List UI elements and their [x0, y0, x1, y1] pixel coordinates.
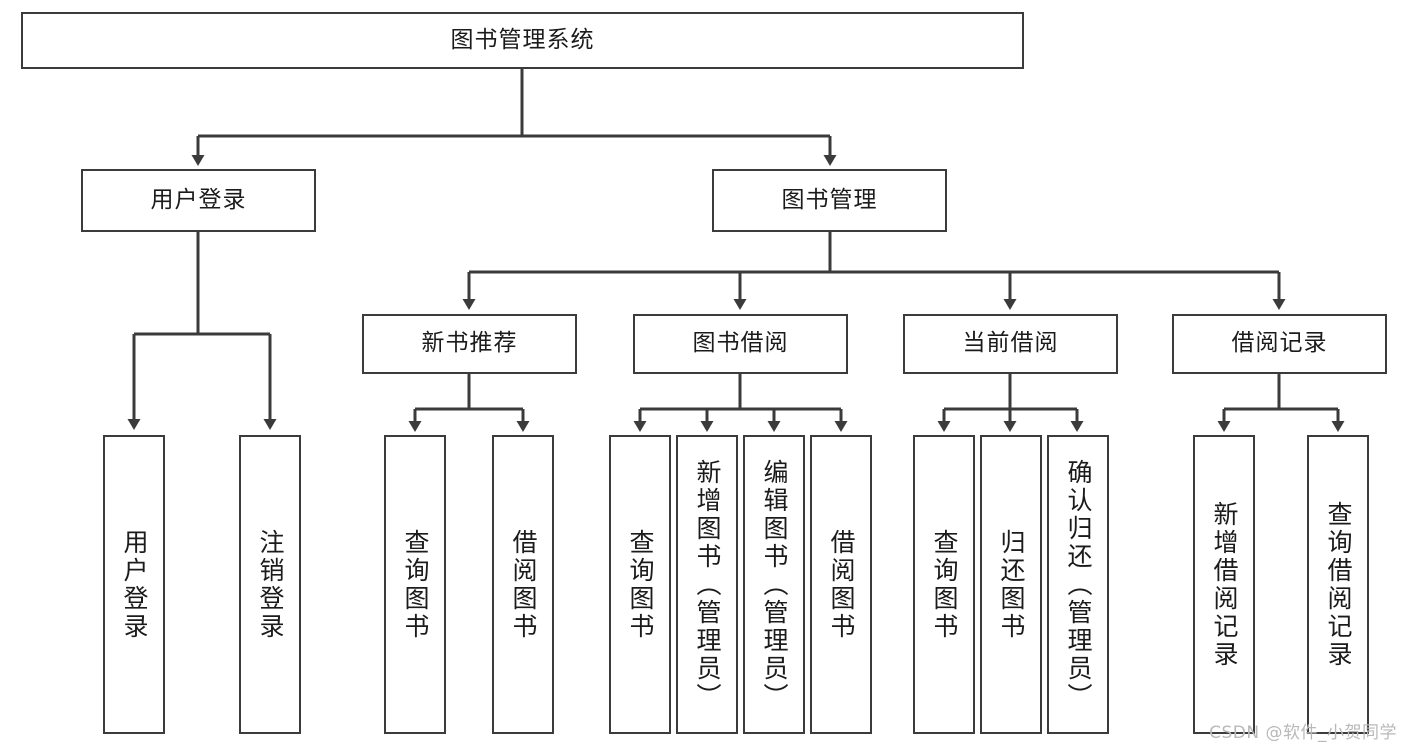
node-root-system[interactable]: 图书管理系统: [21, 12, 1024, 69]
node-book-borrow[interactable]: 图书借阅: [633, 314, 848, 374]
leaf-label: 借阅图书: [827, 528, 856, 641]
leaf-label: 确认归还（管理员）: [1064, 458, 1093, 711]
leaf-label: 用户登录: [120, 528, 149, 641]
leaf-book-borrow-borrow[interactable]: 借阅图书: [810, 435, 872, 734]
leaf-current-borrow-confirm[interactable]: 确认归还（管理员）: [1047, 435, 1109, 734]
leaf-label: 借阅图书: [509, 528, 538, 641]
node-current-borrow[interactable]: 当前借阅: [903, 314, 1118, 374]
leaf-book-borrow-query[interactable]: 查询图书: [609, 435, 671, 734]
leaf-label: 查询借阅记录: [1324, 500, 1353, 669]
leaf-current-borrow-return[interactable]: 归还图书: [980, 435, 1042, 734]
leaf-user-login-login[interactable]: 用户登录: [103, 435, 165, 734]
leaf-new-book-borrow[interactable]: 借阅图书: [492, 435, 554, 734]
leaf-label: 新增借阅记录: [1210, 500, 1239, 669]
leaf-new-book-query[interactable]: 查询图书: [384, 435, 446, 734]
leaf-book-borrow-add[interactable]: 新增图书（管理员）: [676, 435, 738, 734]
node-user-login[interactable]: 用户登录: [81, 169, 316, 232]
leaf-borrow-record-query[interactable]: 查询借阅记录: [1307, 435, 1369, 734]
leaf-label: 查询图书: [626, 528, 655, 641]
leaf-current-borrow-query[interactable]: 查询图书: [913, 435, 975, 734]
leaf-book-borrow-edit[interactable]: 编辑图书（管理员）: [743, 435, 805, 734]
node-book-management[interactable]: 图书管理: [712, 169, 947, 232]
leaf-label: 查询图书: [930, 528, 959, 641]
leaf-label: 查询图书: [401, 528, 430, 641]
leaf-user-login-logout[interactable]: 注销登录: [239, 435, 301, 734]
leaf-label: 新增图书（管理员）: [693, 458, 722, 711]
leaf-label: 编辑图书（管理员）: [760, 458, 789, 711]
leaf-borrow-record-add[interactable]: 新增借阅记录: [1193, 435, 1255, 734]
node-new-book-recommend[interactable]: 新书推荐: [362, 314, 577, 374]
leaf-label: 归还图书: [997, 528, 1026, 641]
node-borrow-record[interactable]: 借阅记录: [1172, 314, 1387, 374]
leaf-label: 注销登录: [256, 528, 285, 641]
